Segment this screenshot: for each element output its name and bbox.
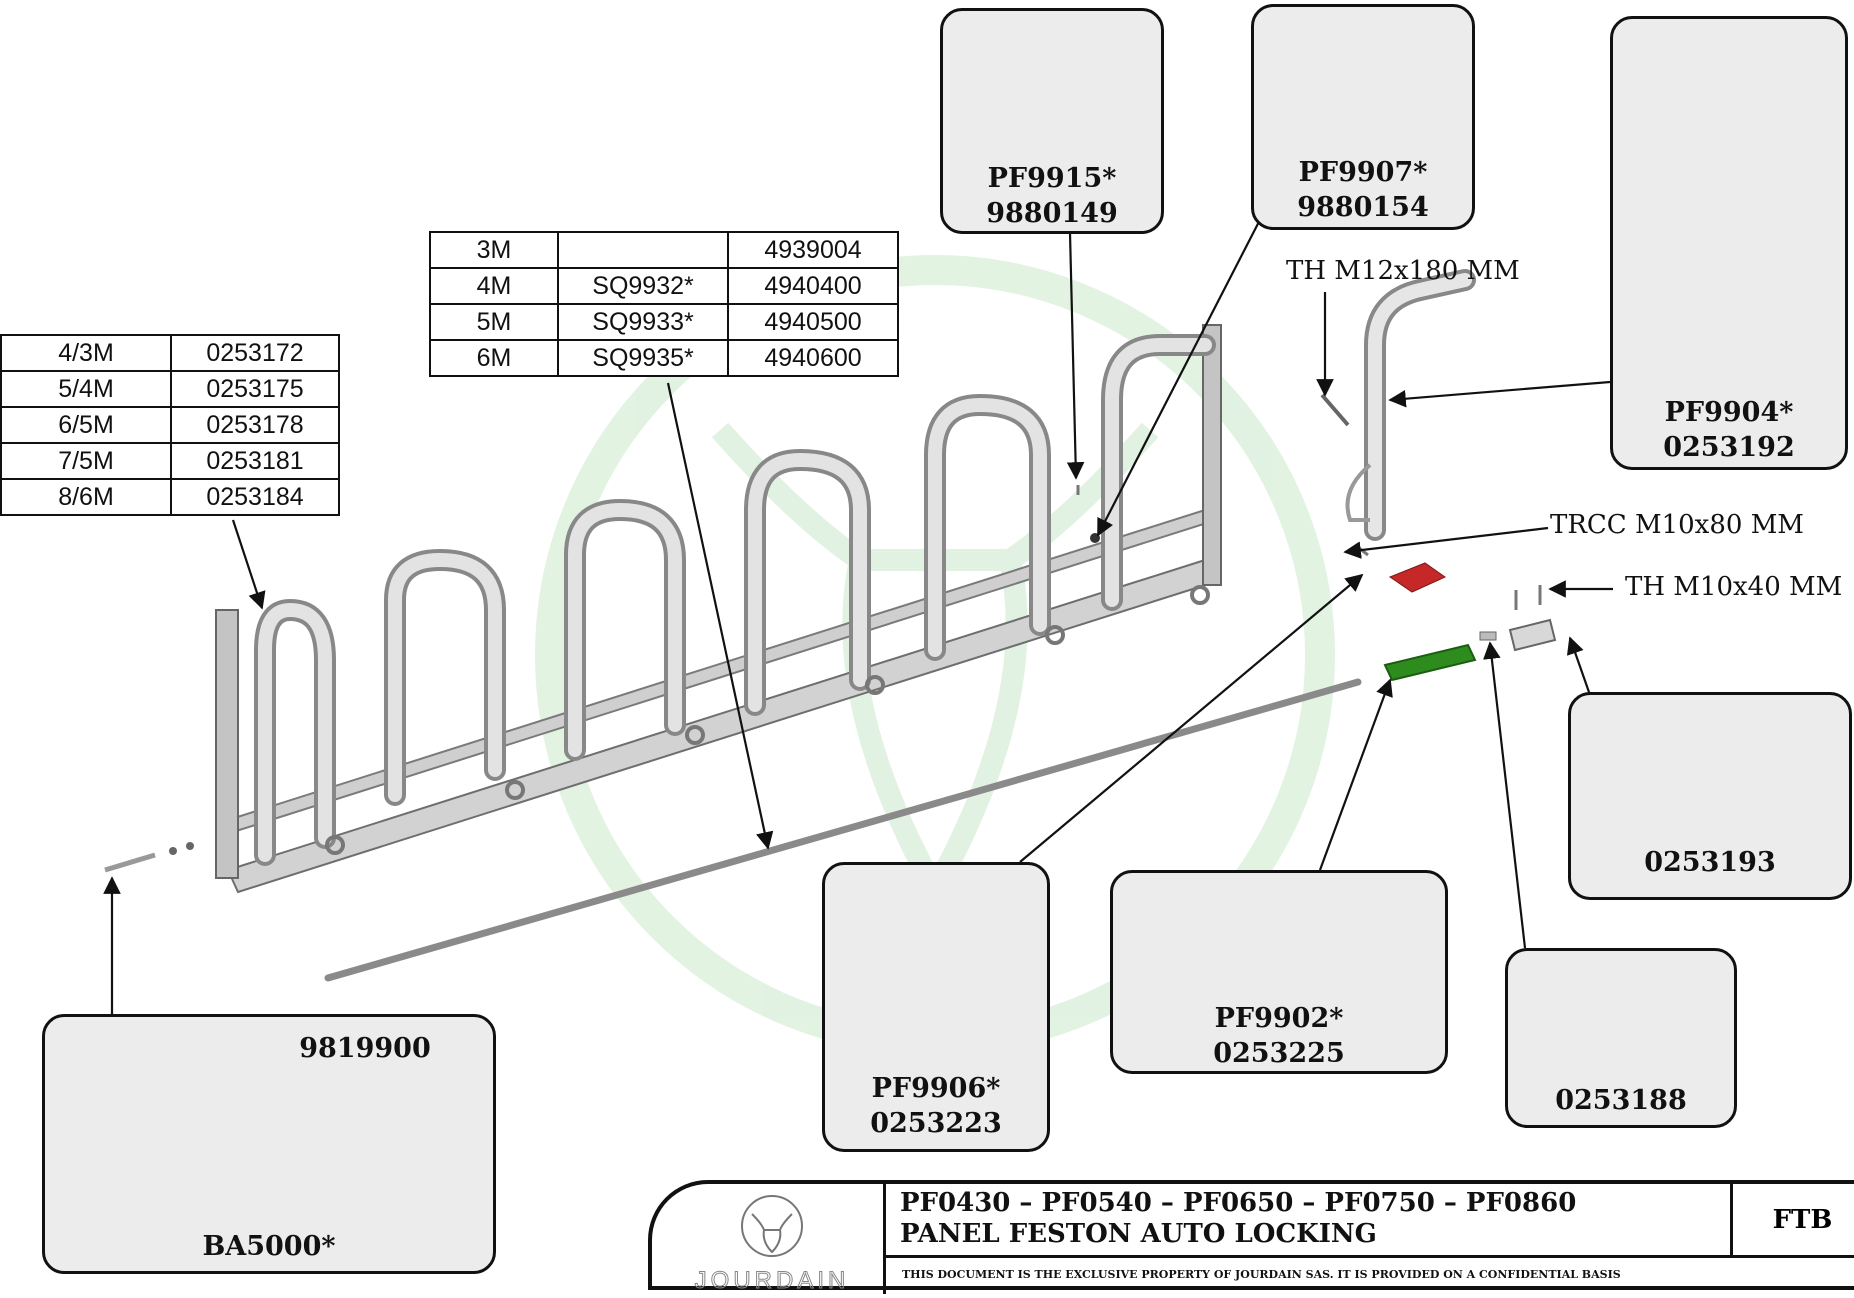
table-cell: 0253178: [170, 406, 340, 444]
part-number: 0253188: [1555, 1085, 1687, 1116]
part-box-pf9904: PF9904* 0253192: [1610, 16, 1848, 470]
part-box-0253193: 0253193: [1568, 692, 1852, 900]
part-number: 9819900: [299, 1033, 431, 1064]
title-main: PF0430 – PF0540 – PF0650 – PF0750 – PF08…: [886, 1184, 1730, 1258]
right-post-part: [1320, 269, 1476, 541]
part-box-0253188: 0253188: [1505, 948, 1737, 1128]
part-number: 9880154: [1297, 192, 1429, 223]
part-number: 9880149: [986, 198, 1118, 229]
table-cell: 4940400: [727, 267, 899, 305]
part-code: PF9906*: [871, 1073, 1001, 1104]
table-cell: 4/3M: [0, 334, 172, 372]
table-cell: 4940500: [727, 303, 899, 341]
panel-frame: [215, 324, 1222, 894]
company-logo: JOURDAIN: [694, 1195, 850, 1295]
table-cell: 5/4M: [0, 370, 172, 408]
callout-th-m12: TH M12x180 MM: [1286, 256, 1520, 286]
confidentiality-notice: THIS DOCUMENT IS THE EXCLUSIVE PROPERTY …: [902, 1268, 1621, 1281]
part-box-pf9906: PF9906* 0253223: [822, 862, 1050, 1152]
part-code: PF9915*: [987, 163, 1117, 194]
table-cell: 7/5M: [0, 442, 172, 480]
part-box-pf9915: PF9915* 9880149: [940, 8, 1164, 234]
table-cell: 0253175: [170, 370, 340, 408]
table-cell: 8/6M: [0, 478, 172, 516]
product-name: PANEL FESTON AUTO LOCKING: [900, 1219, 1377, 1249]
table-cell: 4939004: [727, 231, 899, 269]
table-row: 3M 4939004: [429, 231, 899, 269]
part-code: PF9907*: [1298, 157, 1428, 188]
model-list: PF0430 – PF0540 – PF0650 – PF0750 – PF08…: [900, 1188, 1577, 1218]
part-box-pf9907: PF9907* 9880154: [1251, 4, 1475, 230]
table-cell: 6/5M: [0, 406, 172, 444]
table-cell: SQ9933*: [557, 303, 729, 341]
logo-cell: JOURDAIN: [652, 1184, 886, 1295]
part-box-pf9902: PF9902* 0253225: [1110, 870, 1448, 1074]
part-code: PF9904*: [1664, 397, 1794, 428]
table-cell: 0253172: [170, 334, 340, 372]
part-code: BA5000*: [202, 1231, 336, 1262]
part-number: 0253192: [1663, 432, 1795, 463]
part-number: 0253223: [870, 1108, 1002, 1139]
table-cell: 3M: [429, 231, 559, 269]
table-cell: 4940600: [727, 339, 899, 377]
document-code: FTB: [1730, 1184, 1854, 1258]
table-cell: 6M: [429, 339, 559, 377]
table-cell: SQ9935*: [557, 339, 729, 377]
table-cell: SQ9932*: [557, 267, 729, 305]
callout-trcc-m10: TRCC M10x80 MM: [1550, 510, 1804, 540]
table-cell: 0253181: [170, 442, 340, 480]
part-box-ba5000: 9819900 BA5000*: [42, 1014, 496, 1274]
logo-text: JOURDAIN: [695, 1267, 850, 1294]
small-hardware: [104, 485, 1557, 873]
part-number: 0253193: [1644, 847, 1776, 878]
title-block: JOURDAIN PF0430 – PF0540 – PF0650 – PF07…: [648, 1180, 1854, 1295]
callout-th-m10: TH M10x40 MM: [1625, 572, 1843, 602]
long-rod: [324, 678, 1362, 982]
table-cell: [557, 231, 729, 269]
table-cell: 5M: [429, 303, 559, 341]
part-code: PF9902*: [1214, 1003, 1344, 1034]
part-number: 0253225: [1213, 1038, 1345, 1069]
table-cell: 4M: [429, 267, 559, 305]
table-cell: 0253184: [170, 478, 340, 516]
